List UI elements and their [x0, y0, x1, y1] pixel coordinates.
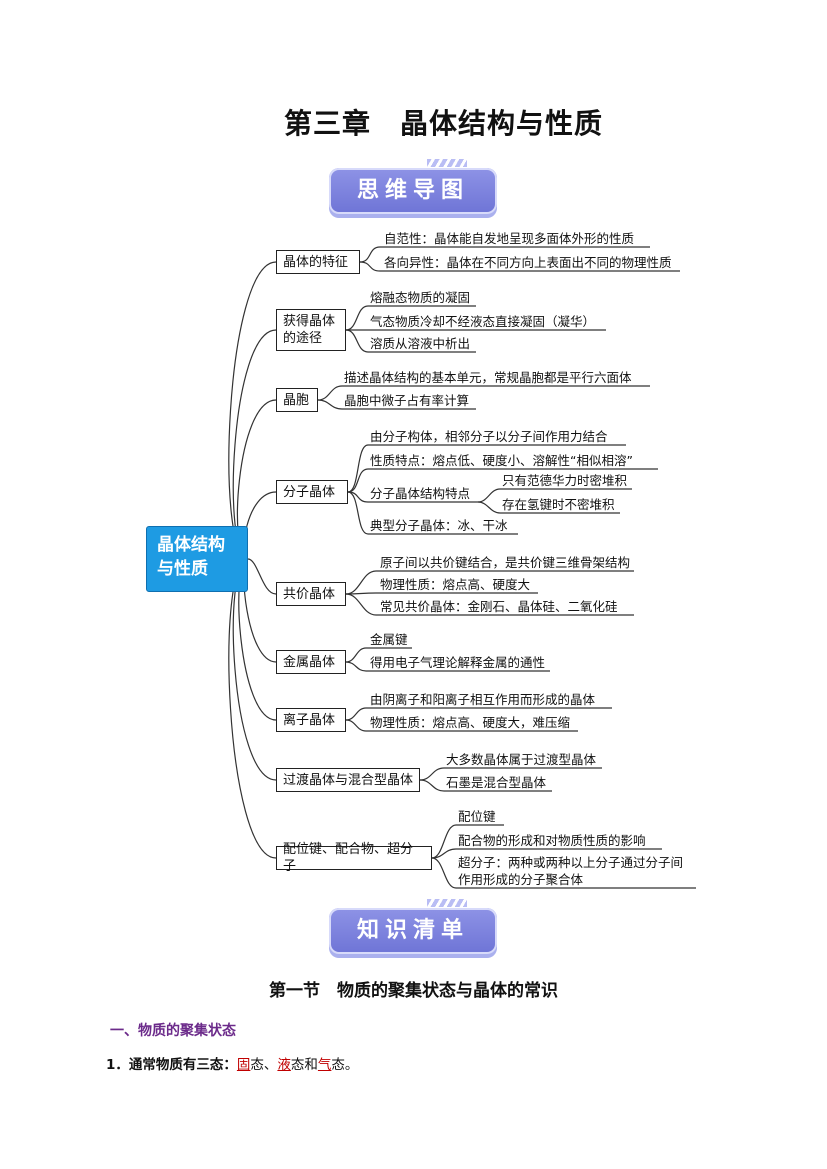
subsection-title: 一、物质的聚集状态: [110, 1023, 236, 1039]
line-text: 态。: [331, 1057, 359, 1073]
leaf-text: 只有范德华力时密堆积: [502, 473, 628, 488]
branch-obtain-crystal: 获得晶体的途径: [276, 309, 346, 351]
leaf-text: 常见共价晶体：金刚石、晶体硅、二氧化硅: [380, 599, 618, 614]
mindmap-banner-label: 思维导图: [356, 178, 469, 203]
answer-gas: 气: [317, 1057, 332, 1073]
leaf-text: 典型分子晶体：冰、干冰: [370, 518, 508, 533]
page-title: 第三章 晶体结构与性质: [283, 107, 603, 140]
line-text: 态、: [250, 1057, 278, 1073]
leaf-text: 熔融态物质的凝固: [370, 290, 471, 305]
leaf-text: 性质特点：熔点低、硬度小、溶解性“相似相溶”: [370, 453, 633, 468]
leaf-text: 物理性质：熔点高、硬度大，难压缩: [370, 715, 571, 730]
leaf-text: 分子晶体结构特点: [370, 486, 471, 501]
branch-metallic-crystal: 金属晶体: [276, 650, 346, 674]
knowledge-banner: 知识清单: [329, 899, 497, 954]
line-text: 态和: [290, 1057, 318, 1073]
leaf-text: 物理性质：熔点高、硬度大: [380, 577, 531, 592]
banner-decoration: [427, 899, 467, 907]
leaf-text: 大多数晶体属于过渡型晶体: [446, 752, 597, 767]
branch-transition-mixed: 过渡晶体与混合型晶体: [276, 768, 420, 792]
branch-ionic-crystal: 离子晶体: [276, 708, 346, 732]
leaf-text: 溶质从溶液中析出: [370, 336, 471, 351]
leaf-text: 由阴离子和阳离子相互作用而形成的晶体: [370, 692, 596, 707]
answer-liquid: 液: [277, 1057, 291, 1073]
mindmap-root: 晶体结构与性质: [146, 526, 248, 592]
leaf-text: 各向异性：晶体在不同方向上表面出不同的物理性质: [384, 255, 672, 270]
leaf-text: 自范性：晶体能自发地呈现多面体外形的性质: [384, 231, 635, 246]
answer-solid: 固: [236, 1057, 251, 1073]
branch-unit-cell: 晶胞: [276, 388, 318, 412]
leaf-text: 原子间以共价键结合，是共价键三维骨架结构: [380, 555, 631, 570]
leaf-text: 作用形成的分子聚合体: [458, 872, 584, 887]
mindmap-banner: 思维导图: [329, 159, 497, 214]
branch-covalent-crystal: 共价晶体: [276, 582, 346, 606]
leaf-text: 超分子：两种或两种以上分子通过分子间: [458, 855, 684, 870]
section-title: 第一节 物质的聚集状态与晶体的常识: [269, 981, 558, 1001]
leaf-text: 配位键: [458, 809, 496, 824]
leaf-text: 存在氢键时不密堆积: [502, 497, 615, 512]
leaf-text: 描述晶体结构的基本单元，常规晶胞都是平行六面体: [344, 370, 632, 385]
leaf-text: 金属键: [370, 632, 408, 647]
leaf-text: 由分子构体，相邻分子以分子间作用力结合: [370, 429, 608, 444]
branch-molecular-crystal: 分子晶体: [276, 480, 348, 504]
leaf-text: 得用电子气理论解释金属的通性: [370, 655, 546, 670]
content-line: 1．通常物质有三态：固态、液态和气态。: [106, 1053, 358, 1073]
line-prefix: 1．通常物质有三态：: [106, 1057, 237, 1073]
banner-decoration: [427, 159, 467, 167]
leaf-text: 气态物质冷却不经液态直接凝固（凝华）: [370, 314, 596, 329]
leaf-text: 配合物的形成和对物质性质的影响: [458, 833, 646, 848]
branch-crystal-features: 晶体的特征: [276, 250, 360, 274]
leaf-text: 晶胞中微子占有率计算: [344, 393, 470, 408]
branch-coordination: 配位键、配合物、超分子: [276, 842, 432, 874]
leaf-text: 石墨是混合型晶体: [446, 775, 547, 790]
knowledge-banner-label: 知识清单: [356, 918, 469, 943]
